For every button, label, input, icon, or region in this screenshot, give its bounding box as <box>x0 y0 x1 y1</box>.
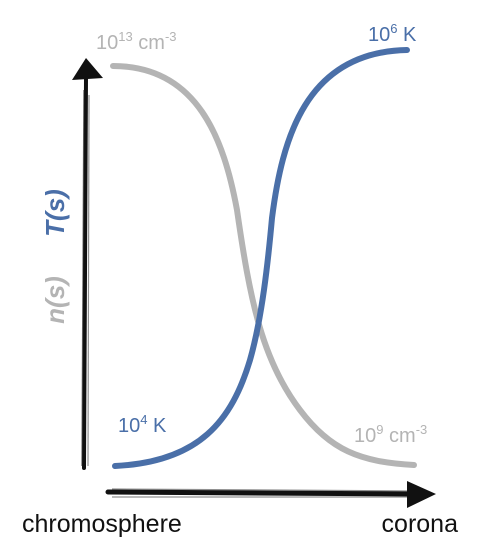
x-axis <box>105 481 436 508</box>
temperature-curve <box>112 47 410 469</box>
y-axis-label-density: n(s) <box>40 276 70 324</box>
x-axis-arrowhead <box>407 481 436 508</box>
top-density-label: 1013 cm-3 <box>96 29 177 54</box>
y-axis <box>72 58 103 470</box>
bottom-temperature-label: 104 K <box>118 412 167 437</box>
density-curve <box>110 63 417 468</box>
bottom-density-label: 109 cm-3 <box>354 422 427 447</box>
y-axis-arrowhead <box>72 58 103 80</box>
top-temperature-label: 106 K <box>368 21 417 46</box>
x-axis-label-chromosphere: chromosphere <box>22 510 182 538</box>
x-axis-label-corona: corona <box>382 510 459 538</box>
y-axis-label-temperature: T(s) <box>40 189 70 237</box>
